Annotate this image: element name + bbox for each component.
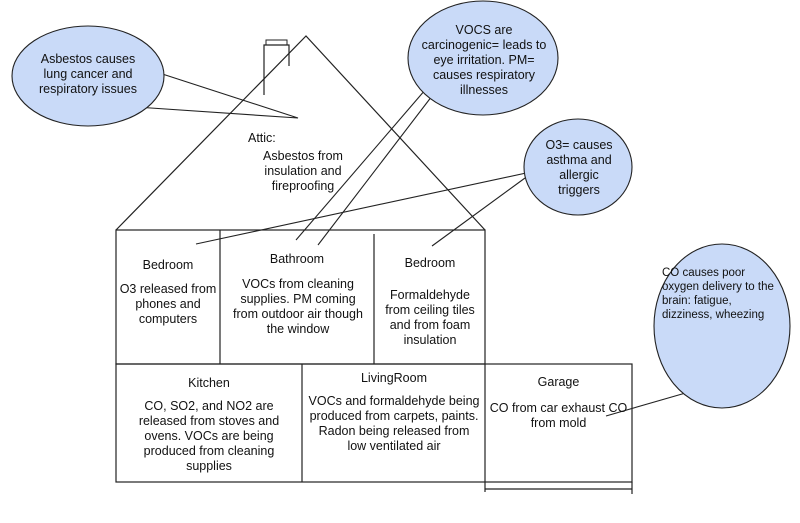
co-bubble (653, 243, 791, 409)
lower-floor-outline (115, 363, 633, 483)
roof-outline (115, 35, 486, 231)
kitchen-title: Kitchen (188, 376, 230, 390)
bathroom-title: Bathroom (269, 252, 325, 266)
bedroom-right-text: Formaldehyde from ceiling tiles and from… (385, 288, 475, 347)
o3-bubble (523, 118, 633, 216)
bedroom-left-title: Bedroom (142, 258, 194, 272)
o3-connector-right (431, 177, 526, 247)
asbestos-connector (135, 69, 299, 119)
vocs-connector-2 (317, 95, 433, 246)
vocs-bubble (407, 0, 559, 116)
o3-bubble-text: O3= causes asthma and allergic triggers (545, 138, 613, 197)
living-room-title: LivingRoom (360, 371, 427, 385)
asbestos-bubble (11, 25, 165, 127)
bathroom-text: VOCs from cleaning supplies. PM coming f… (233, 277, 363, 336)
asbestos-bubble-text: Asbestos causes lung cancer and respirat… (39, 52, 137, 96)
co-bubble-text: CO causes poor oxygen delivery to the br… (662, 267, 774, 321)
bedroom-left-text: O3 released from phones and computers (119, 282, 217, 326)
attic-text: Asbestos from insulation and fireproofin… (263, 149, 343, 193)
co-connector (605, 391, 690, 417)
attic-title: Attic: (248, 131, 276, 145)
bedroom-right-title: Bedroom (404, 256, 456, 270)
vocs-bubble-text: VOCS are carcinogenic= leads to eye irri… (421, 23, 547, 97)
garage-title: Garage (537, 375, 580, 389)
garage-text: CO from car exhaust CO from mold (489, 401, 628, 430)
chimney (263, 44, 290, 95)
o3-connector-left (195, 169, 541, 245)
living-room-text: VOCs and formaldehyde being produced fro… (308, 394, 480, 453)
vocs-connector (295, 67, 445, 241)
kitchen-text: CO, SO2, and NO2 are released from stove… (138, 399, 280, 473)
